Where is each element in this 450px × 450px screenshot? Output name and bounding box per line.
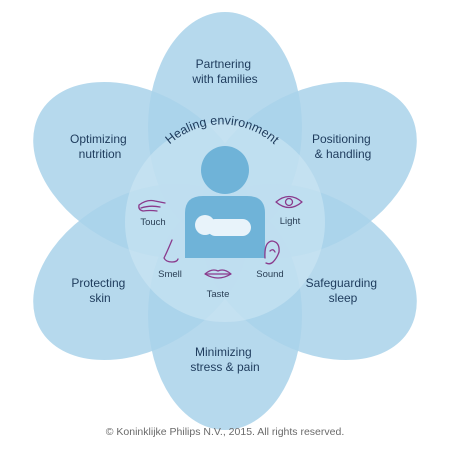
sense-label-sound: Sound [256, 269, 283, 280]
eye-icon [275, 195, 303, 209]
hand-icon [138, 199, 166, 212]
copyright-text: © Koninklijke Philips N.V., 2015. All ri… [105, 426, 345, 438]
petal-label-lower-right: Safeguarding sleep [306, 276, 381, 305]
petal-label-lower-left: Protecting skin [71, 276, 128, 305]
senses [138, 195, 303, 279]
petal-label-upper-right: Positioning & handling [312, 132, 374, 161]
sense-label-touch: Touch [140, 217, 165, 228]
lips-icon [204, 269, 232, 279]
sense-labels: Touch Light Smell Sound Taste [140, 216, 300, 300]
ear-icon [264, 240, 280, 265]
petal-label-bottom: Minimizing stress & pain [190, 345, 259, 374]
petal-label-top: Partnering with families [191, 57, 257, 86]
nose-icon [163, 239, 179, 263]
sense-label-smell: Smell [158, 269, 182, 280]
petal-labels: Partnering with families Positioning & h… [70, 57, 381, 374]
baby-icon [195, 215, 251, 236]
petal-label-upper-left: Optimizing nutrition [70, 132, 130, 161]
sense-label-light: Light [280, 216, 301, 227]
sense-label-taste: Taste [207, 289, 230, 300]
